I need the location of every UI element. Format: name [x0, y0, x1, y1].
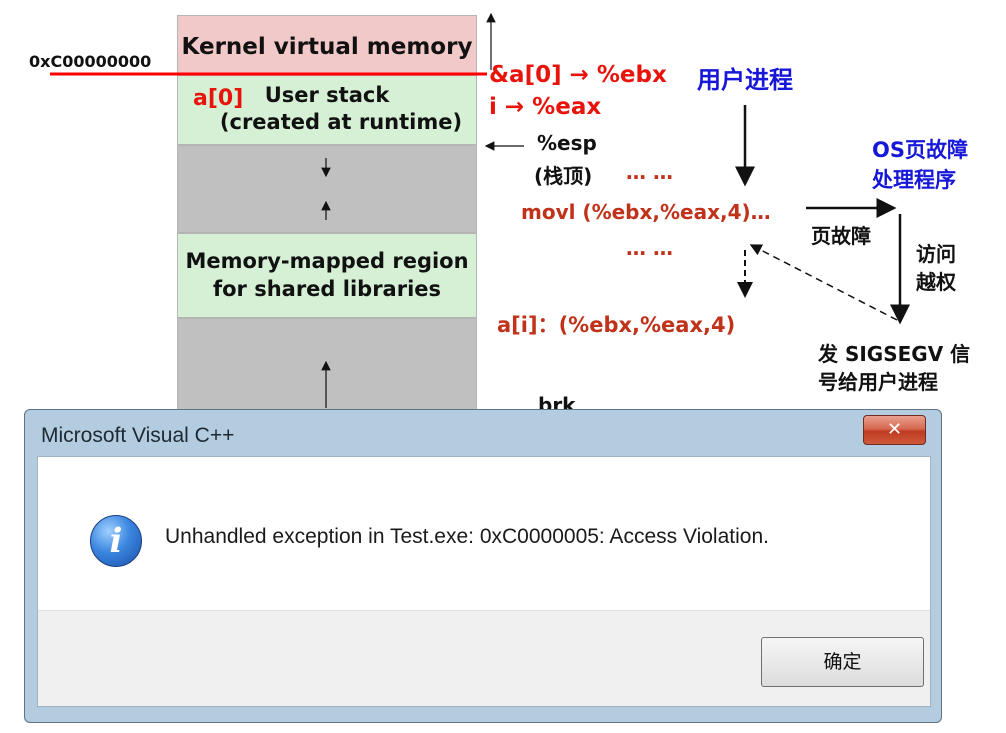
access-violation-label-line2: 越权 — [916, 270, 956, 294]
a0-label: a[0] — [193, 86, 244, 111]
movl-instruction: movl (%ebx,%eax,4)… — [521, 200, 771, 224]
os-handler-label-line1: OS页故障 — [872, 138, 968, 162]
dashed-return-arrow — [749, 244, 898, 321]
ellipsis-top: … … — [626, 160, 673, 184]
user-stack-segment: User stack (created at runtime) — [177, 75, 477, 145]
info-icon: i — [90, 515, 142, 567]
dialog-title: Microsoft Visual C++ — [41, 424, 235, 447]
eax-assignment: i → %eax — [489, 94, 602, 120]
mmap-label-line2: for shared libraries — [212, 277, 442, 301]
esp-label: %esp — [537, 131, 597, 155]
close-button[interactable]: ✕ — [863, 415, 926, 445]
free-area-upper — [177, 145, 477, 233]
user-process-label: 用户进程 — [697, 66, 793, 94]
ok-button[interactable]: 确定 — [761, 637, 924, 687]
dialog-body: i Unhandled exception in Test.exe: 0xC00… — [37, 456, 931, 707]
sigsegv-label-line2: 号给用户进程 — [818, 370, 938, 394]
error-message: Unhandled exception in Test.exe: 0xC0000… — [165, 525, 769, 548]
kernel-memory-segment: Kernel virtual memory — [177, 15, 477, 75]
kernel-memory-label: Kernel virtual memory — [181, 34, 473, 60]
address-label: 0xC00000000 — [29, 52, 152, 71]
esp-note: (栈顶) — [534, 164, 593, 188]
sigsegv-label-line1: 发 SIGSEGV 信 — [818, 342, 971, 366]
ai-address-expression: a[i]：(%ebx,%eax,4) — [497, 313, 736, 337]
user-stack-label: User stack — [264, 83, 390, 107]
page-fault-label: 页故障 — [811, 224, 871, 248]
close-icon: ✕ — [886, 419, 903, 440]
user-stack-note: (created at runtime) — [219, 110, 463, 134]
os-handler-label-line2: 处理程序 — [872, 168, 956, 192]
access-violation-label-line1: 访问 — [916, 242, 956, 266]
mmap-label-line1: Memory-mapped region — [185, 249, 469, 273]
mmap-segment: Memory-mapped region for shared librarie… — [177, 233, 477, 318]
ebx-assignment: &a[0] → %ebx — [489, 62, 667, 88]
error-dialog: Microsoft Visual C++ ✕ i Unhandled excep… — [24, 409, 942, 723]
ellipsis-bottom: … … — [626, 236, 673, 260]
